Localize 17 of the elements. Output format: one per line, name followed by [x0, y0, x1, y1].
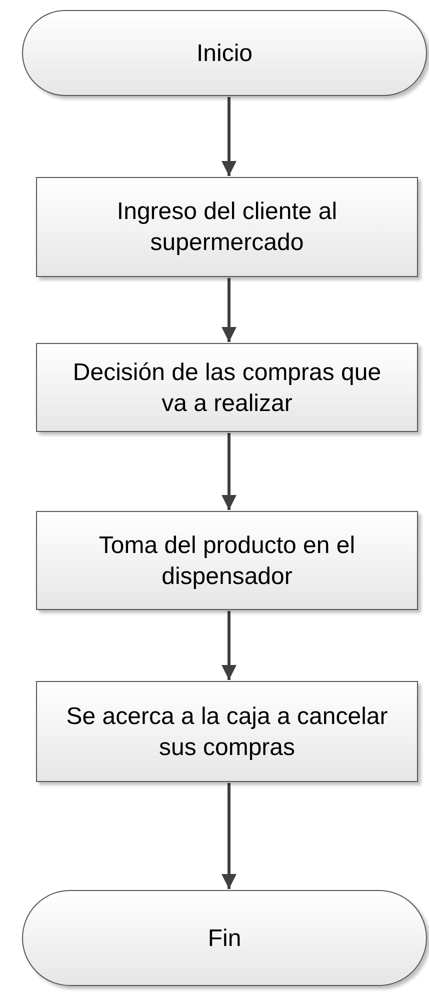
arrow	[222, 97, 236, 176]
arrow	[222, 611, 236, 680]
node-text: Ingreso del cliente al supermercado	[116, 197, 338, 258]
arrow	[222, 783, 236, 889]
arrow	[222, 278, 236, 342]
terminal-shape	[22, 890, 427, 986]
process-box	[36, 511, 418, 610]
arrow	[222, 433, 236, 510]
process-box	[36, 343, 418, 432]
node-text: Toma del producto en el dispensador	[98, 530, 356, 592]
node-text: Fin	[206, 924, 242, 954]
terminal-shape	[22, 10, 427, 96]
process-box	[36, 177, 418, 277]
process-box	[36, 681, 418, 782]
node-text: Inicio	[195, 38, 254, 68]
node-text: Se acerca a la caja a cancelar sus compras	[65, 702, 389, 762]
node-text: Decisión de las compras que va a realizar	[72, 358, 382, 418]
